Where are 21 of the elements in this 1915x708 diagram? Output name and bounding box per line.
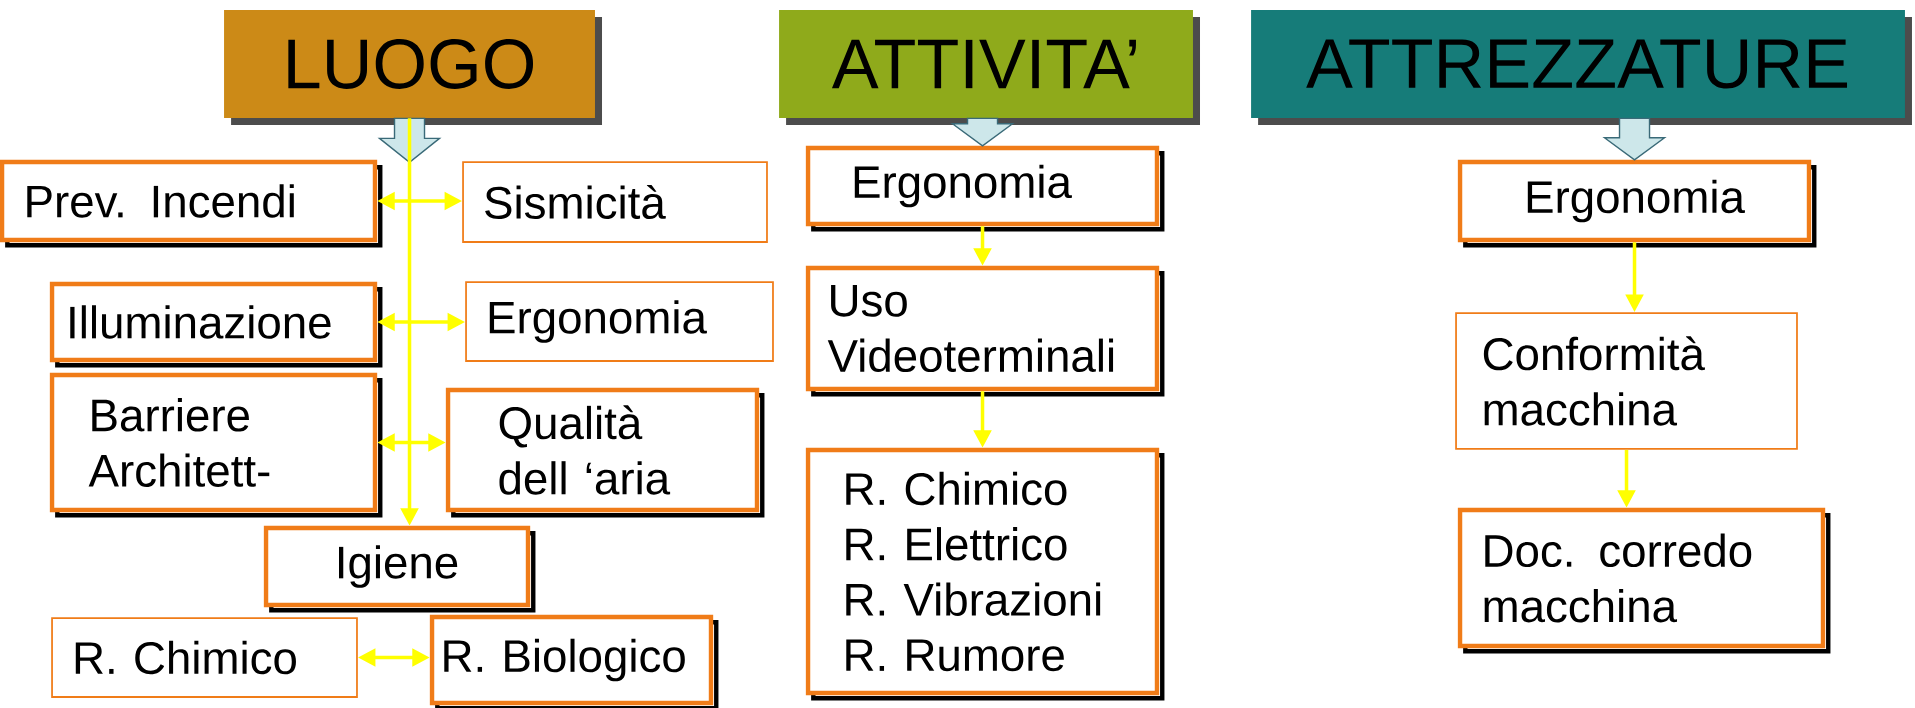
text-box: Uso Videoterminali: [805, 265, 1165, 397]
text-box: Sismicità: [462, 161, 768, 243]
text-box: R. Chimico: [51, 617, 358, 698]
text-box: Ergonomia: [805, 145, 1165, 232]
text-box: Igiene: [263, 525, 536, 613]
text-box: Qualità dell ‘aria: [445, 387, 765, 518]
text-box: Ergonomia: [465, 281, 774, 362]
block-arrow: [1602, 117, 1667, 161]
text-box: Ergonomia: [1457, 159, 1817, 248]
text-box: Barriere Architett-: [49, 372, 383, 518]
text-box: Doc. corredo macchina: [1457, 507, 1831, 654]
text-box: Prev. Incendi: [0, 159, 383, 248]
text-box: Conformità macchina: [1455, 312, 1798, 450]
text-box: Illuminazione: [49, 281, 383, 368]
heading-box: LUOGO: [224, 10, 602, 125]
block-arrow: [950, 117, 1015, 147]
text-box: R. Chimico R. Elettrico R. Vibrazioni R. Rumore: [805, 447, 1165, 701]
heading-box: ATTREZZATURE: [1251, 10, 1912, 125]
heading-box: ATTIVITA’: [779, 10, 1200, 125]
block-arrow: [377, 117, 442, 164]
text-box: R. Biologico: [429, 614, 719, 708]
